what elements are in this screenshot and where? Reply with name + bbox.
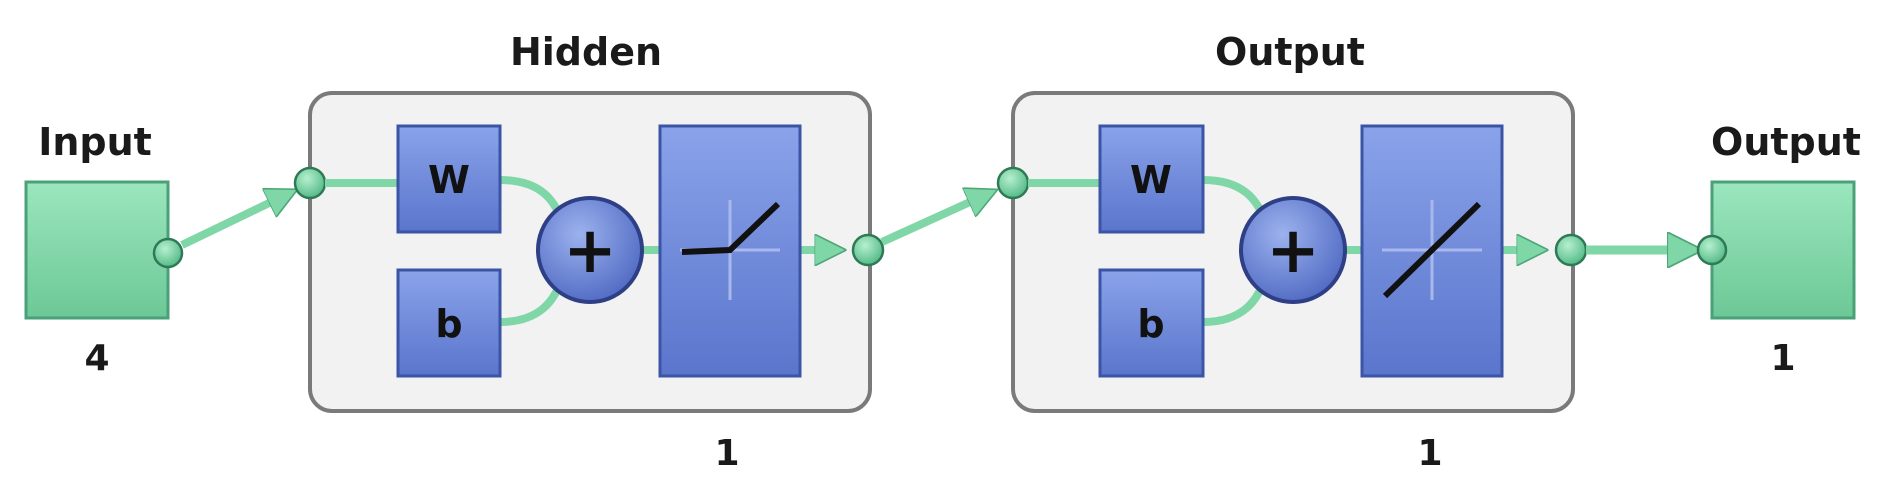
hidden-sum-icon: [536, 196, 644, 304]
hidden-size: 1: [714, 433, 739, 474]
output-layer-output-port-icon: [1554, 233, 1588, 267]
hidden-weight-label: W: [428, 158, 470, 202]
output-title: Output: [1711, 120, 1861, 164]
output-bias-block: [1098, 268, 1205, 378]
linear-transfer-icon: [1382, 200, 1482, 300]
input-node: [24, 180, 170, 320]
output-size: 1: [1770, 338, 1795, 379]
input-size: 4: [84, 338, 109, 379]
input-port-icon: [152, 237, 184, 269]
output-bias-label: b: [1137, 302, 1164, 346]
output-layer-title: Output: [1215, 30, 1365, 74]
hidden-bias-block: [396, 268, 502, 378]
output-weight-label: W: [1130, 158, 1172, 202]
hidden-sum-label: +: [563, 214, 617, 288]
output-weight-block: [1098, 124, 1205, 234]
output-layer-size: 1: [1417, 433, 1442, 474]
hidden-bias-label: b: [435, 302, 462, 346]
output-sum-icon: [1239, 196, 1347, 304]
output-node: [1710, 180, 1856, 320]
output-sum-label: +: [1266, 214, 1320, 288]
relu-transfer-icon: [680, 200, 781, 300]
output-port-icon: [1696, 234, 1728, 266]
hidden-title: Hidden: [510, 30, 662, 74]
hidden-output-port-icon: [851, 233, 885, 267]
hidden-weight-block: [396, 124, 502, 234]
output-layer-input-port-icon: [996, 166, 1030, 200]
hidden-input-port-icon: [293, 166, 327, 200]
input-title: Input: [38, 120, 152, 164]
hidden-to-output-arrow: [880, 192, 992, 246]
input-to-hidden-arrow: [180, 192, 292, 249]
